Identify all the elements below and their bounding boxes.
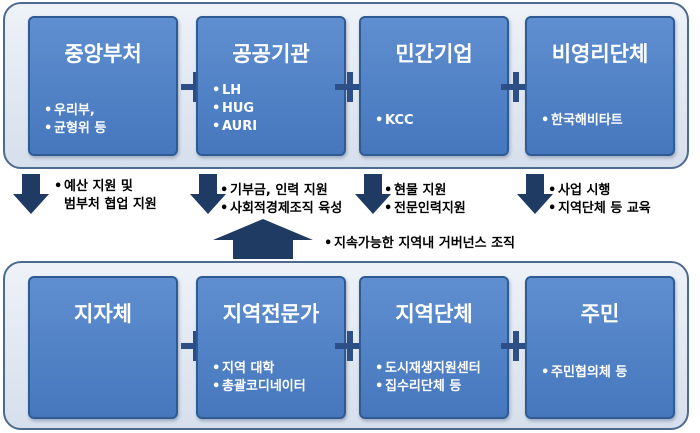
note-public: 기부금, 인력 지원 사회적경제조직 육성 xyxy=(220,182,342,218)
box-local-government: 지자체 xyxy=(28,276,178,419)
box-title: 공공기관 xyxy=(232,42,310,66)
box-title: 중앙부처 xyxy=(64,42,142,66)
plus-icon xyxy=(501,72,531,102)
box-central-ministries: 중앙부처 우리부, 균형위 등 xyxy=(28,16,178,156)
note-ministries: 예산 지원 및 범부처 협업 지원 xyxy=(54,178,157,214)
box-items: 주민협의체 등 xyxy=(541,364,667,382)
box-title: 지자체 xyxy=(74,302,132,326)
down-arrow-icon xyxy=(517,174,553,214)
box-item: 집수리단체 등 xyxy=(375,378,501,396)
plus-icon xyxy=(335,72,365,102)
box-title: 민간기업 xyxy=(395,42,473,66)
box-residents: 주민 주민협의체 등 xyxy=(525,276,675,419)
down-arrow-icon xyxy=(13,174,49,214)
note-line: 사업 시행 xyxy=(548,182,651,200)
box-item: KCC xyxy=(375,112,501,130)
box-item: 도시재생지원센터 xyxy=(375,360,501,378)
note-line: 범부처 협업 지원 xyxy=(64,197,157,212)
box-nonprofits: 비영리단체 한국해비타트 xyxy=(525,16,675,156)
box-public-institutions: 공공기관 LH HUG AURI xyxy=(196,16,346,156)
box-item: LH xyxy=(212,82,338,100)
note-private: 현물 지원 전문인력지원 xyxy=(384,182,466,218)
box-items: 한국해비타트 xyxy=(541,112,667,130)
note-line: 지속가능한 지역내 거버넌스 조직 xyxy=(324,235,515,253)
up-arrow-icon xyxy=(213,219,313,259)
note-line: 기부금, 인력 지원 xyxy=(220,182,342,200)
box-items: KCC xyxy=(375,112,501,130)
box-items: 도시재생지원센터 집수리단체 등 xyxy=(375,360,501,396)
box-items: 우리부, 균형위 등 xyxy=(44,102,170,138)
box-item: 총괄코디네이터 xyxy=(212,378,338,396)
note-nonprofit: 사업 시행 지역단체 등 교육 xyxy=(548,182,651,218)
top-group-panel: 중앙부처 우리부, 균형위 등 공공기관 LH HUG AURI 민간기업 KC… xyxy=(3,2,689,169)
box-title: 주민 xyxy=(580,302,620,326)
plus-icon xyxy=(335,331,365,361)
down-arrow-icon xyxy=(190,174,226,214)
box-item: 균형위 등 xyxy=(44,120,170,138)
note-line: 지역단체 등 교육 xyxy=(548,200,651,218)
note-line: 현물 지원 xyxy=(384,182,466,200)
box-local-experts: 지역전문가 지역 대학 총괄코디네이터 xyxy=(196,276,346,419)
box-private-companies: 민간기업 KCC xyxy=(359,16,509,156)
down-arrow-icon xyxy=(355,174,391,214)
box-item: 지역 대학 xyxy=(212,360,338,378)
box-item: 주민협의체 등 xyxy=(541,364,667,382)
box-item: 한국해비타트 xyxy=(541,112,667,130)
note-line: 전문인력지원 xyxy=(384,200,466,218)
box-item: AURI xyxy=(212,118,338,136)
plus-icon xyxy=(501,331,531,361)
bottom-group-panel: 지자체 지역전문가 지역 대학 총괄코디네이터 지역단체 도시재생지원센터 집수… xyxy=(3,261,689,430)
box-item: HUG xyxy=(212,100,338,118)
note-line: 사회적경제조직 육성 xyxy=(220,200,342,218)
box-local-organizations: 지역단체 도시재생지원센터 집수리단체 등 xyxy=(359,276,509,419)
note-line: 예산 지원 및 xyxy=(54,178,157,196)
box-title: 지역전문가 xyxy=(222,302,320,326)
box-item: 우리부, xyxy=(44,102,170,120)
note-governance: 지속가능한 지역내 거버넌스 조직 xyxy=(324,235,515,253)
box-title: 지역단체 xyxy=(395,302,473,326)
box-items: LH HUG AURI xyxy=(212,82,338,136)
box-items: 지역 대학 총괄코디네이터 xyxy=(212,360,338,396)
box-title: 비영리단체 xyxy=(551,42,649,66)
